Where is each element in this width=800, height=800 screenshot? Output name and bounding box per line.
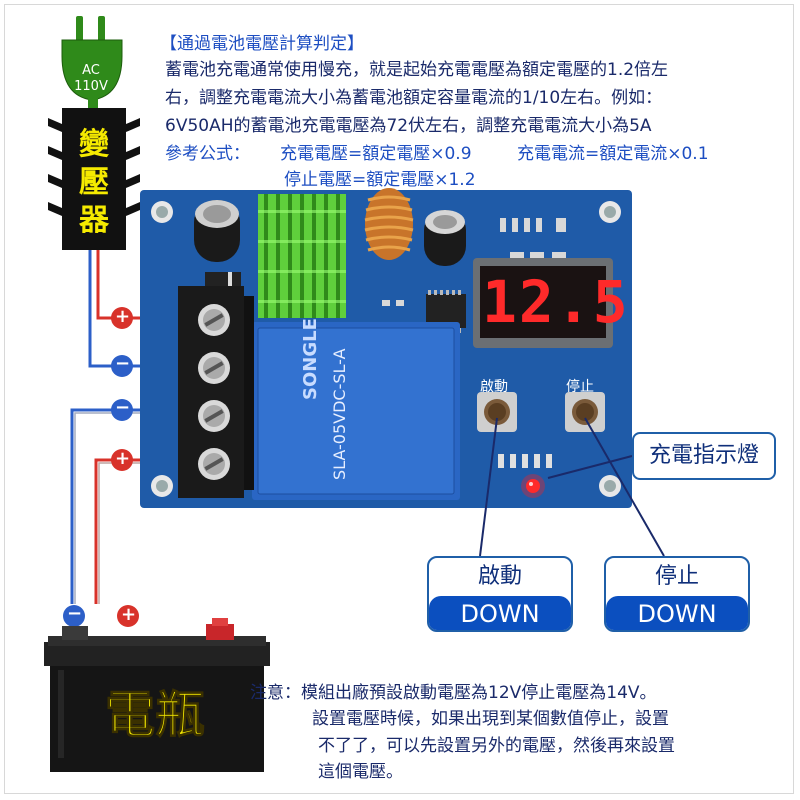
ac-plug-label: AC 110V [68,63,114,97]
minus-glyph: − [115,353,131,374]
stop-push-button-icon [565,392,605,432]
transformer-fins-icon [48,118,140,216]
minus-glyph: − [115,397,131,418]
ac-label: AC [82,63,100,78]
note-line-4: 這個電壓。 [318,762,403,782]
relay-model: SLA-05VDC-SL-A [330,348,349,480]
board-stop-label: 停止 [566,379,594,395]
stop-button-card: 停止 DOWN [604,556,750,632]
capacitor-icon [424,210,466,266]
image-border [4,4,794,794]
battery-icon [44,618,270,772]
terminal-screw-icon [198,400,230,432]
note-line-3: 不了了，可以先設置另外的電壓，然後再來設置 [318,736,675,756]
relay-icon [252,322,460,500]
header-line-3: 6V50AH的蓄電池充電電壓為72伏左右，調整充電電流大小為5A [165,116,652,136]
stop-button-label: 停止 [654,564,699,589]
terminal-screw-icon [198,448,230,480]
heatsink-icon [258,194,346,318]
formula-charge-voltage: 充電電壓=額定電壓×0.9 [280,144,472,164]
note-line-1: 注意：模組出廠預設啟動電壓為12V停止電壓為14V。 [250,683,657,703]
seven-segment-display [473,258,613,348]
terminal-screw-icon [198,304,230,336]
diode-icon [205,272,241,286]
charging-led-icon [521,474,545,498]
relay-brand: SONGLE [300,318,321,400]
callout-lines [479,417,665,557]
terminal-screw-icon [198,352,230,384]
display-value: 12.5 [482,268,630,336]
formula-charge-current: 充電電流=額定電流×0.1 [517,144,709,164]
capacitor-icon [194,200,240,262]
voltage-label: 110V [74,79,108,94]
formula-stop-voltage: 停止電壓=額定電壓×1.2 [284,170,476,190]
start-button-label: 啟動 [477,564,522,589]
transformer-char-2: 壓 [79,165,109,200]
polarity-markers [63,307,139,627]
header-line-2: 右，調整充電電流大小為蓄電池額定容量電流的1/10左右。例如： [165,88,663,108]
battery-label: 電瓶 [105,686,206,745]
header-title: 【通過電池電壓計算判定】 [160,34,364,54]
ac-plug-icon [61,16,123,112]
start-push-button-icon [477,392,517,432]
note-line-2: 設置電壓時候，如果出現到某個數值停止，設置 [312,709,669,729]
header-line-1: 蓄電池充電通常使用慢充，就是起始充電電壓為額定電壓的1.2倍左 [165,60,669,80]
terminal-block [178,286,254,498]
battery-minus-glyph: − [67,603,83,624]
control-board [140,188,632,508]
transformer-char-1: 變 [79,127,109,162]
battery-plus-glyph: + [121,604,137,625]
start-button-card: 啟動 DOWN [427,556,573,632]
start-button-action: DOWN [429,596,571,630]
stop-button-action: DOWN [606,596,748,630]
transformer [62,108,126,250]
charging-indicator-tag: 充電指示燈 [632,432,776,480]
transformer-char-3: 器 [79,203,109,238]
resistor-row [498,454,552,468]
inductor-coil-icon [364,188,414,260]
formula-label: 參考公式： [165,144,250,164]
plus-glyph: + [115,448,131,469]
board-start-label: 啟動 [480,379,508,395]
plus-glyph: + [115,306,131,327]
